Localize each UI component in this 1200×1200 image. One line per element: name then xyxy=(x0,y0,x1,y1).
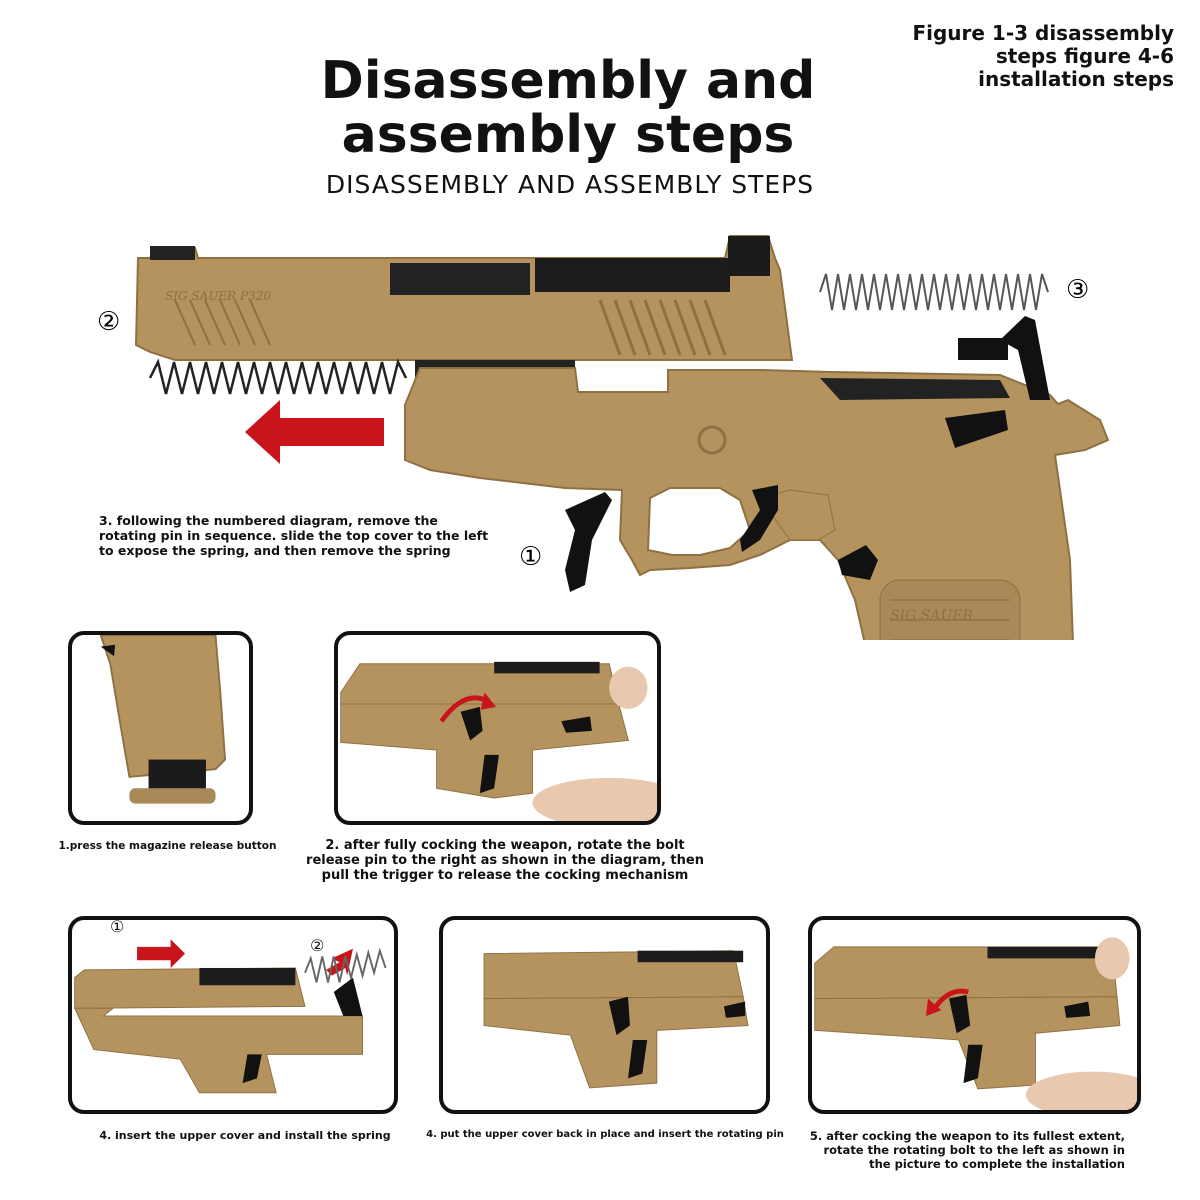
step-4a-marker-2: ② xyxy=(310,936,325,955)
insert-rotating-pin-photo xyxy=(483,950,749,1089)
fire-control-internals xyxy=(740,316,1050,580)
cocking-release-photo xyxy=(340,661,657,821)
svg-text:SIG SAUER: SIG SAUER xyxy=(890,608,973,624)
step-4a-panel: ① ② xyxy=(68,916,398,1114)
page-subtitle: DISASSEMBLY AND ASSEMBLY STEPS xyxy=(325,170,815,199)
pistol-slide: SIG SAUER P320 xyxy=(134,235,794,361)
step-1-panel xyxy=(68,631,253,825)
magazine-release xyxy=(838,545,878,580)
step-2-caption: 2. after fully cocking the weapon, rotat… xyxy=(306,838,704,883)
step-4b-caption: 4. put the upper cover back in place and… xyxy=(426,1129,784,1140)
pistol-frame: SIG SAUER xyxy=(404,367,1110,640)
step-4a-marker-1: ① xyxy=(110,917,125,936)
step-2-panel xyxy=(334,631,661,825)
step-4b-panel xyxy=(439,916,770,1114)
title-line-1: Disassembly and xyxy=(320,51,816,111)
title-line-2: assembly steps xyxy=(341,105,795,165)
magazine-release-photo xyxy=(99,635,227,804)
svg-text:SIG SAUER P320: SIG SAUER P320 xyxy=(165,289,271,303)
step-1-caption: 1.press the magazine release button xyxy=(58,840,277,852)
slide-direction-arrow xyxy=(245,400,384,464)
marker-2: ② xyxy=(97,307,120,337)
exploded-pistol-diagram: SIG SAUER P320 SIG SAUER ② ③ ① xyxy=(97,235,1110,640)
final-installation-photo xyxy=(814,937,1137,1110)
note-line-2: steps figure 4-6 xyxy=(995,44,1174,68)
step-5-caption: 5. after cocking the weapon to its fulle… xyxy=(809,1129,1125,1171)
note-line-3: installation steps xyxy=(978,67,1174,91)
note-line-1: Figure 1-3 disassembly xyxy=(912,21,1174,45)
step-3-instruction: 3. following the numbered diagram, remov… xyxy=(99,513,489,558)
loose-recoil-spring xyxy=(819,273,1049,311)
marker-1: ① xyxy=(519,542,542,572)
install-spring-photo xyxy=(73,939,387,1094)
trigger xyxy=(740,485,778,552)
marker-3: ③ xyxy=(1066,275,1089,305)
takedown-lever xyxy=(565,492,612,592)
page-title: Disassembly and assembly steps xyxy=(268,54,868,162)
step-5-panel xyxy=(808,916,1141,1114)
guide-rod-spring xyxy=(148,358,408,395)
figure-note: Figure 1-3 disassembly steps figure 4-6 … xyxy=(874,22,1174,91)
step-4a-caption: 4. insert the upper cover and install th… xyxy=(99,1129,391,1142)
